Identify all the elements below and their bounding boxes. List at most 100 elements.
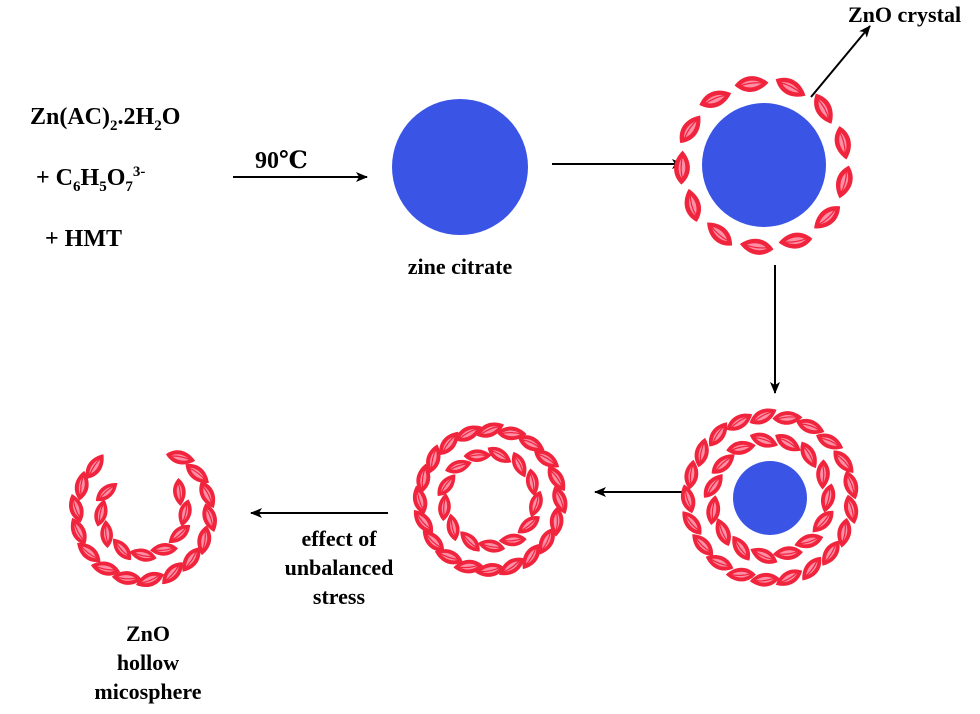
zno-crystal-petal [445,459,472,474]
zno-crystal-petal [739,238,774,255]
zno-crystal-petal [778,232,813,249]
zno-crystal-petal [834,126,851,160]
zno-crystal-petal [772,411,803,425]
zno-crystal-petal [437,474,456,497]
zno-crystal-petal [814,93,833,124]
zno-crystal-petal [199,480,216,509]
zno-crystal-petal [77,542,101,563]
zno-crystal-petal [463,449,492,462]
zno-crystal-petal [165,450,196,465]
zno-crystal-petal [820,483,836,513]
zno-crystal-petal [682,511,702,535]
zno-crystal-petal [699,90,732,108]
zno-crystal-petal [477,539,506,553]
zno-crystal-petal [529,490,543,518]
zno-crystal-petal [705,555,734,571]
zno-crystal-petal [74,470,89,501]
zno-crystal-petal [816,459,830,490]
zno-crystal-petal [814,206,841,229]
zno-crystal-petal [438,493,451,522]
zno-crystal-petal [412,485,428,515]
zno-crystal-petal [162,562,183,585]
zno-crystal-petal [460,531,480,552]
zno-crystal-petal [706,495,721,525]
zno-crystal-petal [498,533,527,547]
zno-crystal-petal [822,540,840,566]
zinc-citrate-core-large [702,103,826,227]
zno-crystal-petal [517,435,545,452]
zno-crystal-shell-dense [680,408,859,587]
zno-crystal-petal [679,115,701,144]
zno-crystal-petal [446,513,460,542]
zno-crystal-petal [800,441,817,469]
zno-crystal-petal [182,547,201,572]
reactant-citrate: + C6H5O73- [36,164,146,195]
zno-crystal-petal [422,530,445,552]
zno-crystal-petal [837,518,852,548]
zno-crystal-petal [135,571,165,587]
zno-crystal-petal [674,150,690,185]
zno-crystal-petal [100,520,113,548]
zno-crystal-petal [711,454,735,474]
zno-crystal-petal [112,538,132,561]
zno-crystal-petal [707,222,733,246]
zno-crystal-petal [487,446,512,463]
zno-crystal-petal [843,470,859,500]
zno-crystal-petal [111,571,142,585]
zno-crystal-petal [749,432,778,448]
zno-crystal-petal [708,422,728,447]
zno-crystal-petal [749,572,780,587]
zno-crystal-petal [129,548,157,562]
zno-crystal-petal [168,524,191,544]
zno-crystal-petal [749,408,777,425]
zno-crystal-petal [552,485,568,515]
zinc-citrate-sphere [392,99,528,235]
arrow-zno-crystal [810,25,871,98]
zno-crystal-petal [726,413,753,431]
zno-crystal-petal [69,493,84,523]
zno-crystal-petal [715,518,731,547]
zno-crystal-petal [439,431,459,456]
zno-crystal-petal [197,525,212,556]
zno-crystal-petal [416,463,431,494]
zno-crystal-petal [833,450,854,473]
zno-crystal-petal [173,478,186,506]
zno-crystal-petal [680,484,696,514]
label-zinc-citrate: zine citrate [407,254,513,279]
zno-crystal-petal [185,463,209,484]
zno-crystal-petal [534,450,560,468]
reactant-hmt: + HMT [45,226,123,252]
zno-crystal-petal [794,533,824,549]
zno-crystal-petal [732,535,751,561]
zno-crystal-petal [475,422,505,438]
zno-crystal-petal [538,527,555,555]
zno-crystal-petal [95,482,118,502]
zno-crystal-petal [85,454,104,479]
zno-crystal-petal [150,543,178,556]
zno-crystal-petal [734,76,769,92]
zno-crystal-petal [434,549,463,565]
zno-crystal-petal [843,494,859,525]
zno-crystal-petal [453,559,484,574]
zno-crystal-petal [511,451,527,478]
label-unbalanced-stress: effect of unbalanced stress [284,526,394,609]
reaction-condition: 90℃ [255,148,308,174]
zno-crystal-petal [455,425,482,442]
zno-crystal-petal [525,468,539,497]
zno-crystal-petal [772,546,803,561]
zno-crystal-petal [775,434,801,452]
zno-crystal-petal [692,534,714,556]
zinc-citrate-core-small [733,461,807,535]
zno-crystal-petal [802,556,822,581]
zno-crystal-petal [836,165,853,199]
zno-crystal-ring-sparse [674,76,853,255]
label-zno-crystal: ZnO crystal [848,2,962,27]
zno-hollow-shell [412,422,568,577]
zno-crystal-petal [684,459,699,490]
reactant-zinc-acetate: Zn(AC)2.2H2O [30,104,181,134]
zno-crystal-petal [750,547,778,564]
zno-crystal-petal [796,418,825,434]
zno-crystal-petal [775,569,803,586]
zno-crystal-petal [94,499,108,527]
